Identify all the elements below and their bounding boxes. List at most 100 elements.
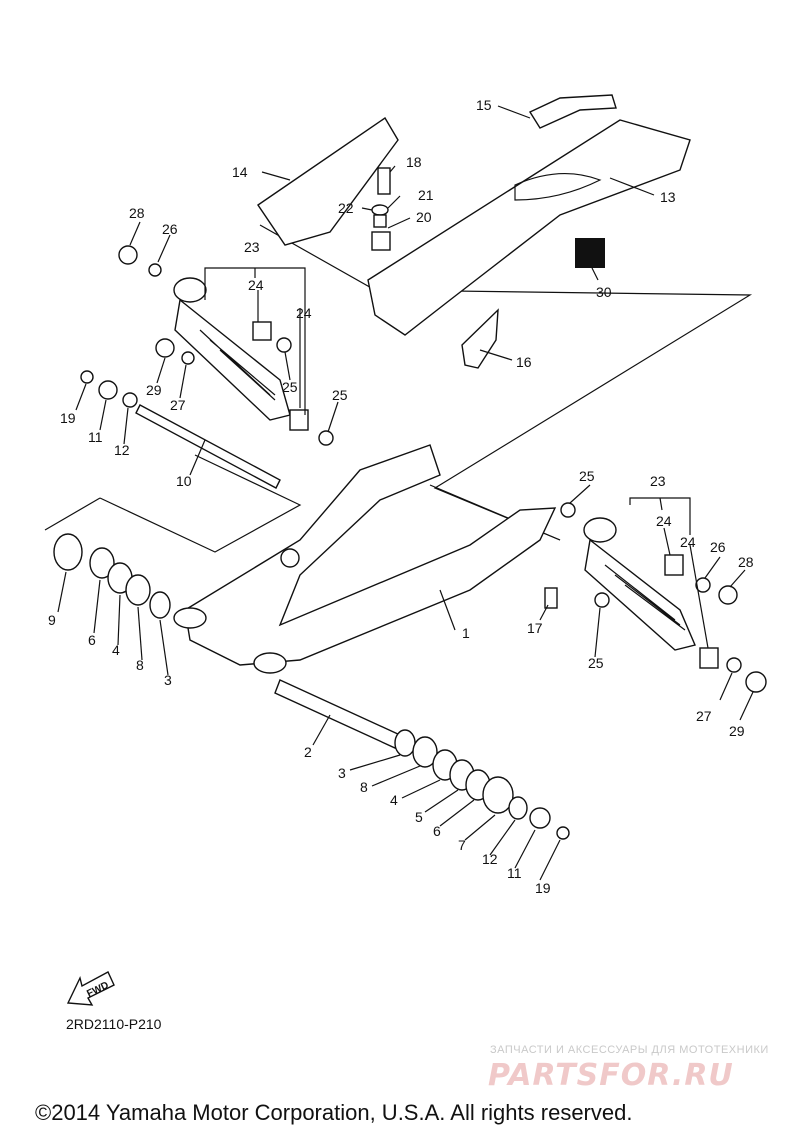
bolt-18 — [377, 167, 391, 195]
collar-24-right-lower — [699, 647, 719, 669]
washer-27-right — [726, 657, 742, 673]
part-number-label: 7 — [458, 837, 466, 853]
part-number-label: 3 — [338, 765, 346, 781]
watermark-logo: PARTSFOR.RU — [488, 1058, 734, 1093]
swingarm-pivot-left — [173, 607, 207, 629]
diagram-code: 2RD2110-P210 — [66, 1016, 162, 1032]
part-number-label: 6 — [88, 632, 96, 648]
washer-25-right-lower — [594, 592, 610, 608]
part-number-label: 22 — [338, 200, 354, 216]
part-number-label: 4 — [390, 792, 398, 808]
part-number-label: 10 — [176, 473, 192, 489]
part-number-label: 26 — [710, 539, 726, 555]
part-number-label: 2 — [304, 744, 312, 760]
plate-16 — [461, 308, 499, 369]
collar-24-left-lower — [289, 409, 309, 431]
part-number-label: 28 — [129, 205, 145, 221]
part-number-label: 12 — [114, 442, 130, 458]
part-number-label: 20 — [416, 209, 432, 225]
collar-3-left — [149, 591, 171, 619]
part-number-label: 24 — [656, 513, 672, 529]
part-number-label: 21 — [418, 187, 434, 203]
part-number-label: 23 — [650, 473, 666, 489]
part-number-label: 16 — [516, 354, 532, 370]
part-number-label: 25 — [282, 379, 298, 395]
chain-case-slot — [514, 173, 602, 201]
part-number-label: 25 — [332, 387, 348, 403]
washer-25-right — [560, 502, 576, 518]
part-number-label: 27 — [170, 397, 186, 413]
adjuster-11-left — [98, 380, 118, 400]
shock-absorber-left — [173, 277, 291, 421]
collar-21 — [373, 214, 387, 228]
collar-24-left — [252, 321, 272, 341]
washer-12-right — [508, 796, 528, 820]
part-number-label: 11 — [88, 429, 103, 445]
guard-15 — [528, 94, 617, 129]
chain-case-13 — [367, 119, 691, 336]
part-number-label: 24 — [296, 305, 312, 321]
bearing-8-left — [125, 574, 151, 606]
seal-9 — [53, 533, 83, 571]
part-number-label: 9 — [48, 612, 56, 628]
bearing-6-left — [89, 547, 115, 579]
part-number-label: 19 — [60, 410, 76, 426]
part-number-label: 4 — [112, 642, 120, 658]
washer-26-right — [695, 577, 711, 593]
part-number-label: 5 — [415, 809, 423, 825]
part-number-label: 11 — [507, 865, 522, 881]
swingarm-1 — [184, 444, 557, 666]
washer-25-left — [276, 337, 292, 353]
part-number-label: 13 — [660, 189, 676, 205]
bolt-17 — [544, 587, 558, 609]
nut-29-left — [155, 338, 175, 358]
part-number-label: 27 — [696, 708, 712, 724]
chain-guard-14 — [257, 116, 399, 246]
collar-3-right — [394, 729, 416, 757]
adjuster-11-right — [529, 807, 551, 829]
part-number-label: 3 — [164, 672, 172, 688]
axle-10 — [135, 404, 281, 489]
cap-7 — [482, 776, 514, 814]
part-number-label: 30 — [596, 284, 612, 300]
part-number-label: 25 — [579, 468, 595, 484]
washer-27-left — [181, 351, 195, 365]
damper-20 — [371, 231, 391, 251]
part-labels: 1 2 3 3 4 4 5 6 6 7 8 8 9 10 11 11 12 12… — [48, 97, 754, 896]
part-number-label: 29 — [729, 723, 745, 739]
pivot-shaft-2 — [274, 679, 401, 749]
part-number-label: 15 — [476, 97, 492, 113]
part-number-label: 6 — [433, 823, 441, 839]
part-number-label: 19 — [535, 880, 551, 896]
part-number-label: 25 — [588, 655, 604, 671]
label-30 — [575, 238, 605, 268]
leader-lines — [57, 105, 754, 881]
copyright-footer: ©2014 Yamaha Motor Corporation, U.S.A. A… — [35, 1100, 633, 1125]
part-number-label: 29 — [146, 382, 162, 398]
part-number-label: 8 — [360, 779, 368, 795]
watermark-tagline: ЗАПЧАСТИ И АКСЕССУАРЫ ДЛЯ МОТОТЕХНИКИ — [490, 1044, 769, 1056]
part-number-label: 23 — [244, 239, 260, 255]
nut-28-left — [118, 245, 138, 265]
washer-26-left — [148, 263, 162, 277]
bearing-8-right — [412, 736, 438, 768]
part-number-label: 8 — [136, 657, 144, 673]
collar-24-right — [664, 554, 684, 576]
part-number-label: 24 — [248, 277, 264, 293]
shock-absorber-right — [583, 517, 696, 651]
washer-25-left-lower — [318, 430, 334, 446]
part-number-label: 24 — [680, 534, 696, 550]
part-number-label: 14 — [232, 164, 248, 180]
nut-28-right — [718, 585, 738, 605]
fwd-arrow-icon: FWD — [66, 971, 115, 1006]
part-number-label: 18 — [406, 154, 422, 170]
bolt-19-right — [556, 826, 570, 840]
part-number-label: 1 — [462, 625, 470, 641]
part-number-label: 17 — [527, 620, 543, 636]
washer-22 — [371, 204, 389, 216]
nut-29-right — [745, 671, 767, 693]
bolt-19-left — [80, 370, 94, 384]
small-parts — [53, 167, 767, 840]
part-number-label: 26 — [162, 221, 178, 237]
